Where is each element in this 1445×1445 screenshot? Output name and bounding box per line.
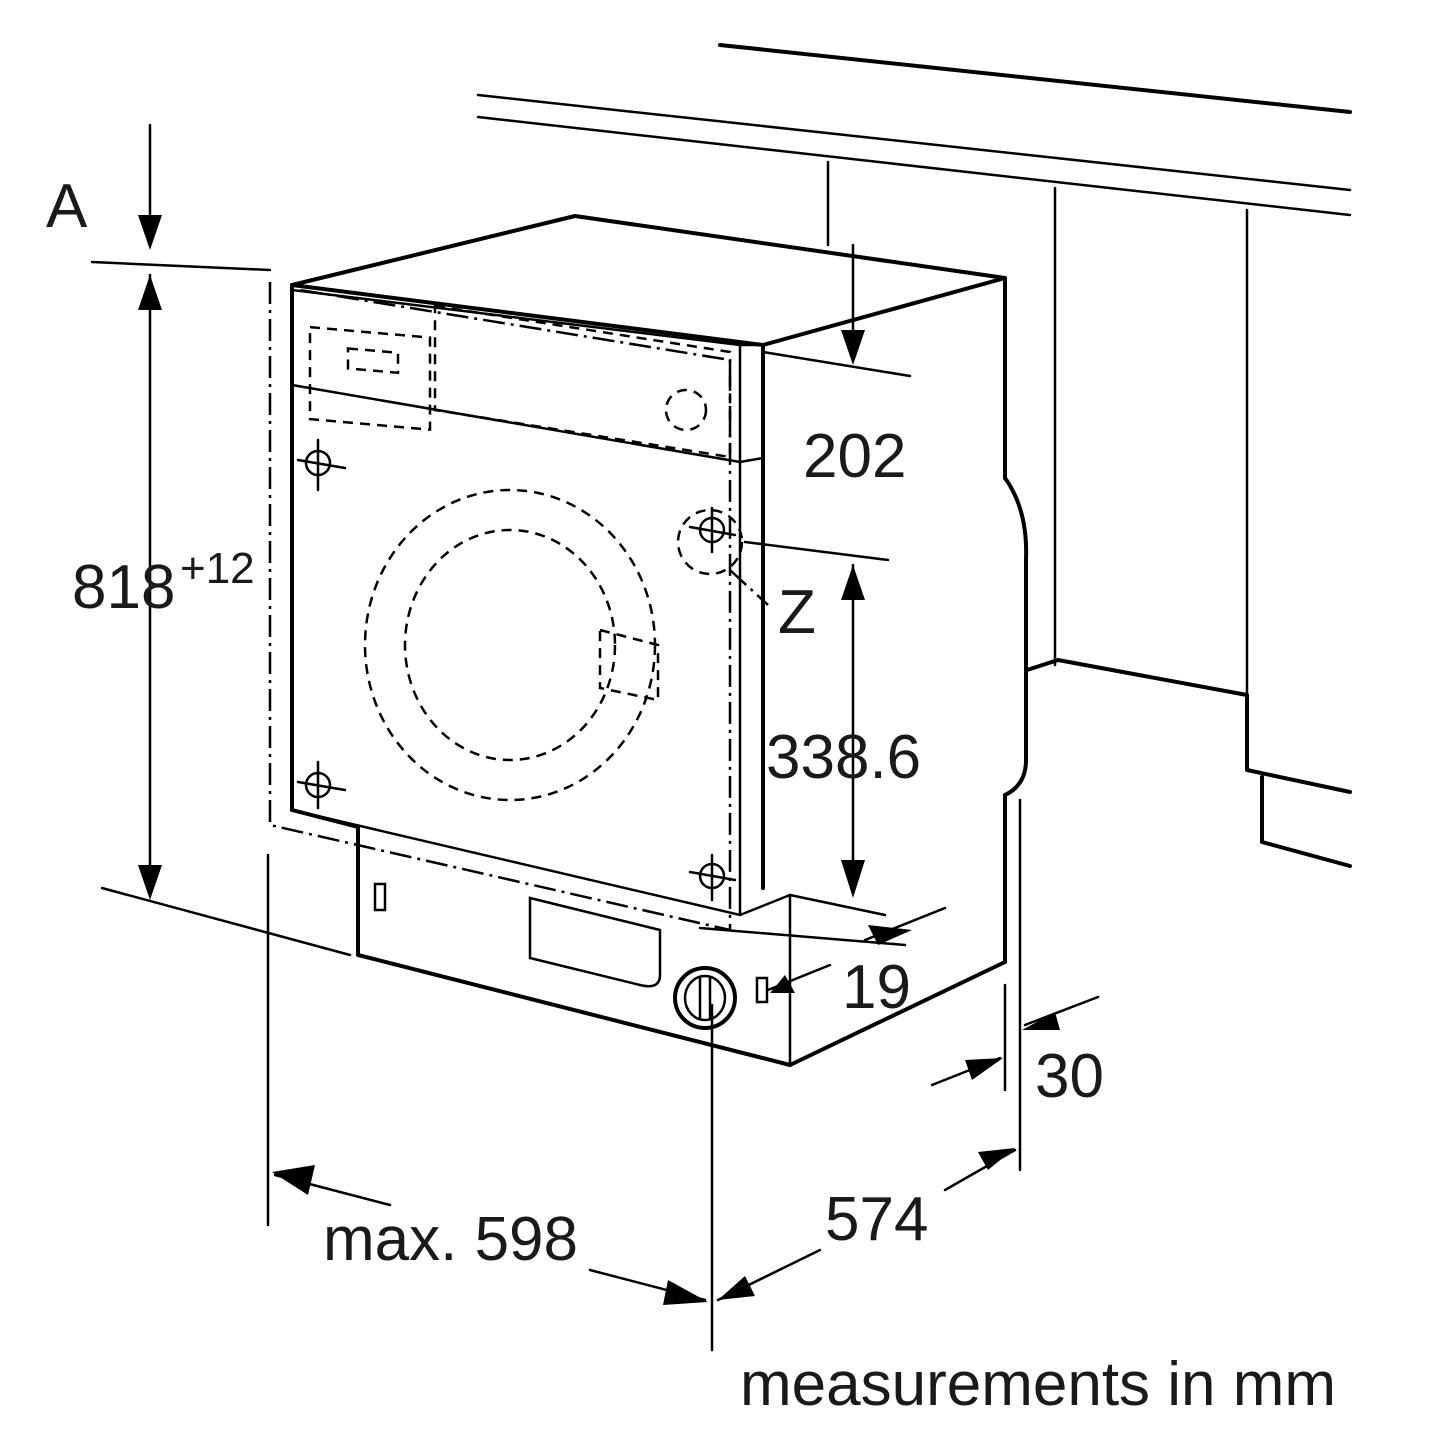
adjustable-foot	[673, 966, 737, 1030]
crosshair-icon	[296, 760, 347, 810]
crosshair-icon	[296, 438, 347, 492]
door-handle	[598, 628, 660, 702]
plinth-marker-right	[755, 976, 769, 1004]
door-inner-ring	[403, 528, 617, 762]
label-depth: 574	[825, 1185, 928, 1254]
plinth-marker	[373, 882, 387, 912]
worktop-and-cabinet	[476, 43, 1352, 868]
door-outline	[268, 282, 732, 932]
label-z: Z	[778, 578, 816, 647]
hinge-circle	[676, 508, 744, 576]
washing-machine-body	[290, 214, 1029, 1067]
label-width: max. 598	[323, 1205, 578, 1274]
label-depth-gap: 30	[1035, 1042, 1104, 1111]
dimension-lines	[90, 123, 1100, 1352]
mounting-holes	[296, 438, 737, 902]
crosshair-icon	[688, 506, 737, 554]
label-plinth-gap: 19	[842, 953, 911, 1022]
door-outer-ring	[363, 488, 657, 802]
dimension-labels: A 818 +12 202 Z 338.6 19 30 574 max. 598…	[46, 172, 1336, 1419]
label-height-tolerance: +12	[180, 544, 255, 593]
crosshair-icon	[688, 853, 737, 902]
hidden-front-details	[268, 282, 744, 932]
label-top-offset: 202	[803, 422, 906, 491]
units-caption: measurements in mm	[740, 1350, 1336, 1419]
plinth-vent	[528, 896, 662, 988]
label-a: A	[46, 172, 88, 241]
label-side-offset: 338.6	[766, 723, 921, 792]
label-height: 818	[72, 553, 175, 622]
